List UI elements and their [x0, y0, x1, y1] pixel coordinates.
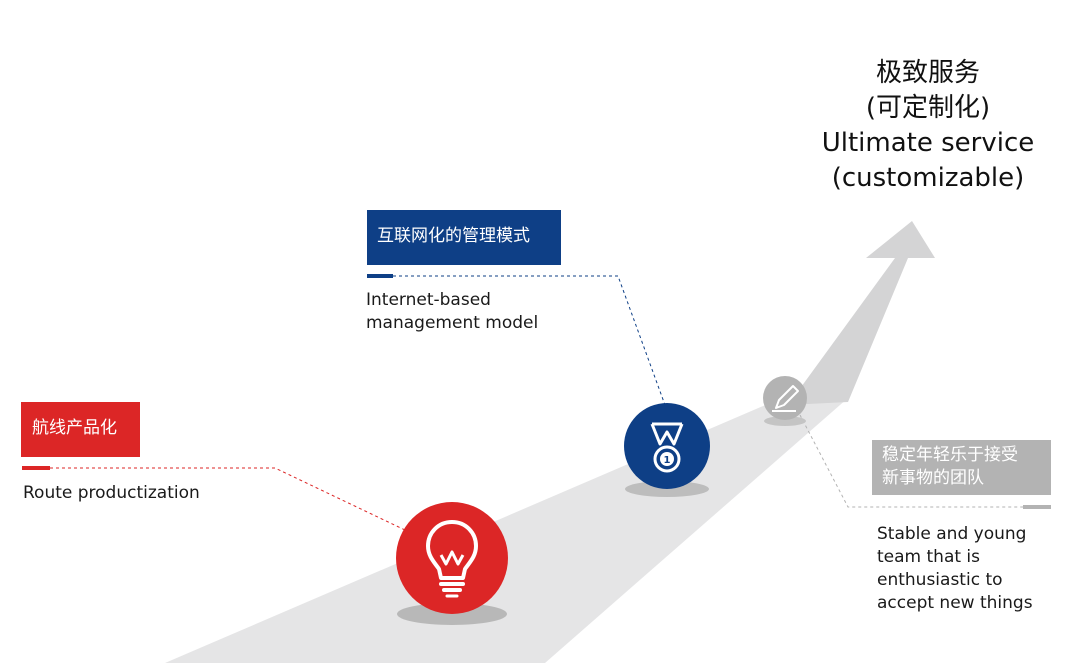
connector-gray: [799, 414, 1023, 508]
desc-internet-management: Internet-based management model: [366, 290, 539, 333]
accent-bar-gray: [1023, 505, 1051, 509]
shadow-gray: [764, 416, 806, 426]
goal-line-en-sub: (customizable): [831, 163, 1025, 193]
goal-headline: 极致服务 (可定制化) Ultimate service (customizab…: [808, 56, 1048, 196]
connector-blue: [393, 275, 666, 406]
medal-icon: 1: [624, 403, 710, 489]
accent-bar-red: [22, 466, 50, 470]
tag-young-team-line1: 稳定年轻乐于接受: [882, 445, 1018, 465]
tag-route-productization: 航线产品化: [21, 402, 140, 457]
desc-route-productization: Route productization: [23, 483, 200, 503]
lightbulb-icon: [396, 502, 508, 614]
tag-young-team: 稳定年轻乐于接受 新事物的团队: [872, 440, 1051, 495]
accent-bar-blue: [367, 274, 393, 278]
growth-arrow: [788, 221, 935, 405]
svg-text:1: 1: [664, 455, 671, 466]
desc-young-team: Stable and young team that is enthusiast…: [877, 524, 1033, 613]
tag-young-team-line2: 新事物的团队: [882, 468, 984, 488]
tag-internet-management: 互联网化的管理模式: [367, 210, 561, 265]
goal-line-zh: 极致服务: [875, 58, 980, 88]
connector-red: [50, 467, 406, 531]
pen-icon: [763, 376, 807, 420]
road-band: [165, 388, 848, 663]
goal-line-en: Ultimate service: [821, 128, 1035, 158]
goal-line-zh-sub: (可定制化): [865, 93, 991, 123]
